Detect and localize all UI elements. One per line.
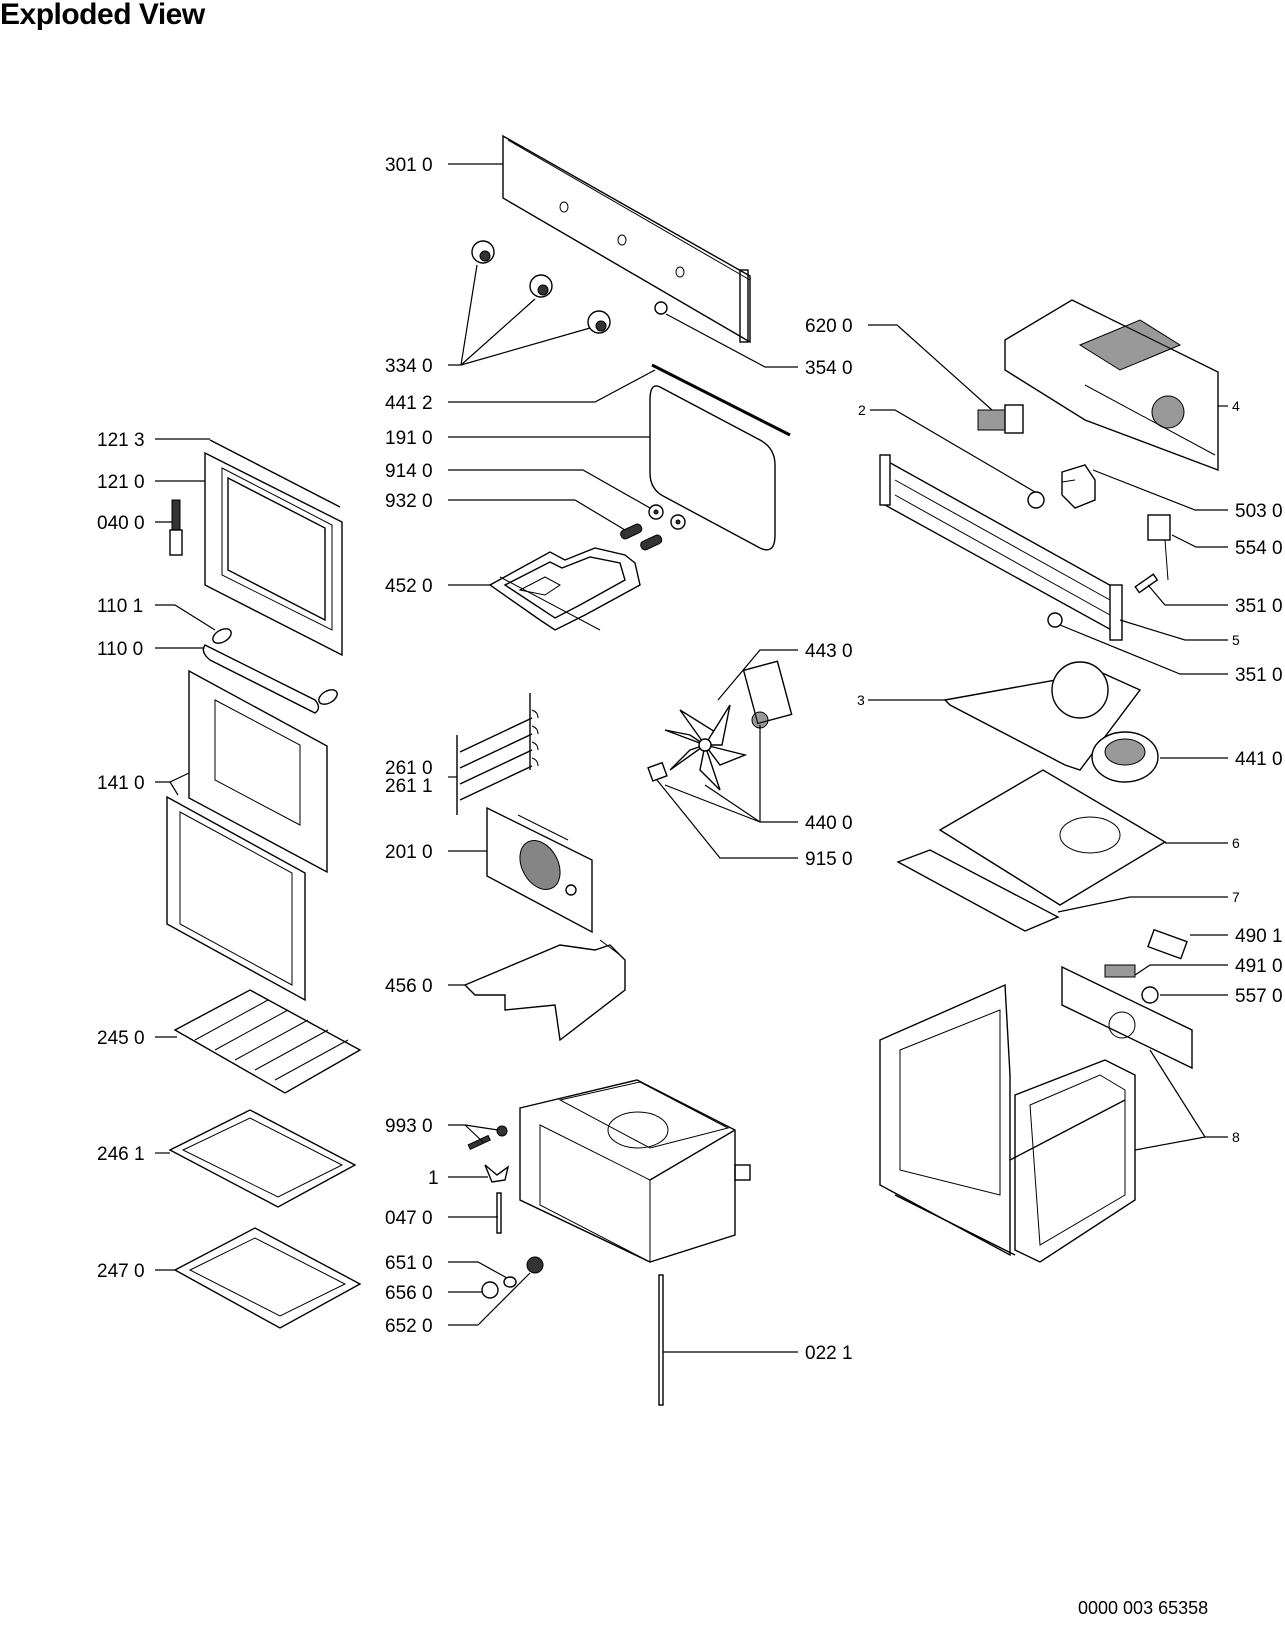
label-503-0: 503 0	[1235, 501, 1283, 522]
part-shallow-tray[interactable]	[168, 1109, 357, 1208]
label-121-0: 121 0	[97, 472, 145, 493]
part-lamp-assembly[interactable]	[481, 1256, 544, 1299]
part-control-frame[interactable]	[879, 454, 1123, 641]
label-441-0: 441 0	[1235, 749, 1283, 770]
part-fan-motor[interactable]	[742, 660, 793, 729]
part-hinge-bar[interactable]	[496, 1192, 502, 1234]
part-control-panel[interactable]	[502, 134, 751, 344]
label-351-0-a: 351 0	[1235, 596, 1283, 617]
label-334-0: 334 0	[385, 356, 433, 377]
label-7: 7	[1232, 889, 1240, 905]
label-554-0: 554 0	[1235, 538, 1283, 559]
part-deflector[interactable]	[938, 769, 1167, 906]
part-hinge[interactable]	[169, 499, 183, 556]
part-hinge-clip[interactable]	[484, 1164, 510, 1183]
part-wire-shelf[interactable]	[173, 989, 362, 1094]
label-121-3: 121 3	[97, 430, 145, 451]
part-grill-element[interactable]	[488, 547, 641, 631]
part-fan-blade[interactable]	[664, 704, 748, 791]
label-491-0: 491 0	[1235, 956, 1283, 977]
label-110-0: 110 0	[97, 639, 143, 660]
label-651-0: 651 0	[385, 1253, 433, 1274]
part-fan-nut[interactable]	[647, 761, 668, 782]
label-245-0: 245 0	[97, 1028, 145, 1049]
part-front-strip[interactable]	[896, 849, 1060, 932]
label-047-0: 047 0	[385, 1208, 433, 1229]
label-354-0: 354 0	[805, 358, 853, 379]
part-door-handle[interactable]	[202, 644, 320, 714]
label-443-0: 443 0	[805, 641, 853, 662]
part-thermostat[interactable]	[1147, 514, 1171, 581]
part-knob-bushing[interactable]	[1027, 491, 1045, 509]
label-3: 3	[857, 692, 865, 708]
label-261-1: 261 1	[385, 776, 433, 797]
part-spindle-cap[interactable]	[1047, 612, 1063, 628]
part-handle-caps[interactable]	[210, 626, 339, 707]
label-490-1: 490 1	[1235, 926, 1283, 947]
label-456-0: 456 0	[385, 976, 433, 997]
part-strip[interactable]	[658, 1274, 664, 1406]
part-shelf-supports[interactable]	[456, 693, 539, 815]
label-993-0: 993 0	[385, 1116, 433, 1137]
part-fan-duct[interactable]	[943, 661, 1142, 771]
part-inner-door[interactable]	[204, 439, 343, 657]
label-201-0: 201 0	[385, 842, 433, 863]
part-screw-and-nut[interactable]	[467, 1125, 508, 1151]
label-4: 4	[1232, 398, 1240, 414]
label-141-0: 141 0	[97, 773, 145, 794]
page-title: Exploded View	[0, 0, 205, 31]
part-knobs[interactable]	[471, 240, 611, 334]
label-351-0-b: 351 0	[1235, 665, 1283, 686]
label-247-0: 247 0	[97, 1261, 145, 1282]
label-652-0: 652 0	[385, 1316, 433, 1337]
part-outer-casing[interactable]	[879, 965, 1193, 1263]
label-8: 8	[1232, 1129, 1240, 1145]
label-656-0: 656 0	[385, 1283, 433, 1304]
part-cooling-fan[interactable]	[1091, 731, 1159, 783]
part-indicator-lamp[interactable]	[654, 301, 668, 315]
label-246-1: 246 1	[97, 1144, 145, 1165]
label-620-0: 620 0	[805, 316, 853, 337]
label-452-0: 452 0	[385, 576, 433, 597]
label-6: 6	[1232, 835, 1240, 851]
label-040-0: 040 0	[97, 513, 145, 534]
part-outer-door-glass[interactable]	[166, 669, 328, 1002]
label-441-2: 441 2	[385, 393, 433, 414]
part-nuts[interactable]	[648, 504, 686, 530]
label-932-0: 932 0	[385, 491, 433, 512]
part-selector-switch[interactable]	[977, 404, 1024, 434]
label-110-1: 110 1	[97, 596, 143, 617]
part-safety-thermostat[interactable]	[1141, 986, 1159, 1004]
label-440-0: 440 0	[805, 813, 853, 834]
label-022-1: 022 1	[805, 1343, 853, 1364]
label-191-0: 191 0	[385, 428, 433, 449]
label-915-0: 915 0	[805, 849, 853, 870]
part-door-seal[interactable]	[649, 385, 776, 551]
part-gasket-strip[interactable]	[651, 363, 791, 437]
part-deep-tray[interactable]	[173, 1227, 362, 1329]
label-5: 5	[1232, 632, 1240, 648]
label-301-0: 301 0	[385, 155, 433, 176]
label-1: 1	[428, 1168, 439, 1189]
label-914-0: 914 0	[385, 461, 433, 482]
part-bottom-element[interactable]	[463, 939, 626, 1042]
part-oven-cavity[interactable]	[519, 1079, 751, 1263]
part-terminal-block[interactable]	[1104, 964, 1136, 978]
label-557-0: 557 0	[1235, 986, 1283, 1007]
part-top-cover[interactable]	[1004, 299, 1219, 472]
part-spindle[interactable]	[1134, 573, 1159, 594]
part-timer-motor[interactable]	[1061, 464, 1096, 509]
part-back-panel[interactable]	[486, 806, 593, 934]
part-springs[interactable]	[619, 523, 663, 551]
document-number: 0000 003 65358	[1078, 1598, 1209, 1618]
label-261-0: 261 0	[385, 758, 433, 779]
part-lamp-cover[interactable]	[1147, 928, 1188, 960]
label-2: 2	[858, 402, 866, 418]
